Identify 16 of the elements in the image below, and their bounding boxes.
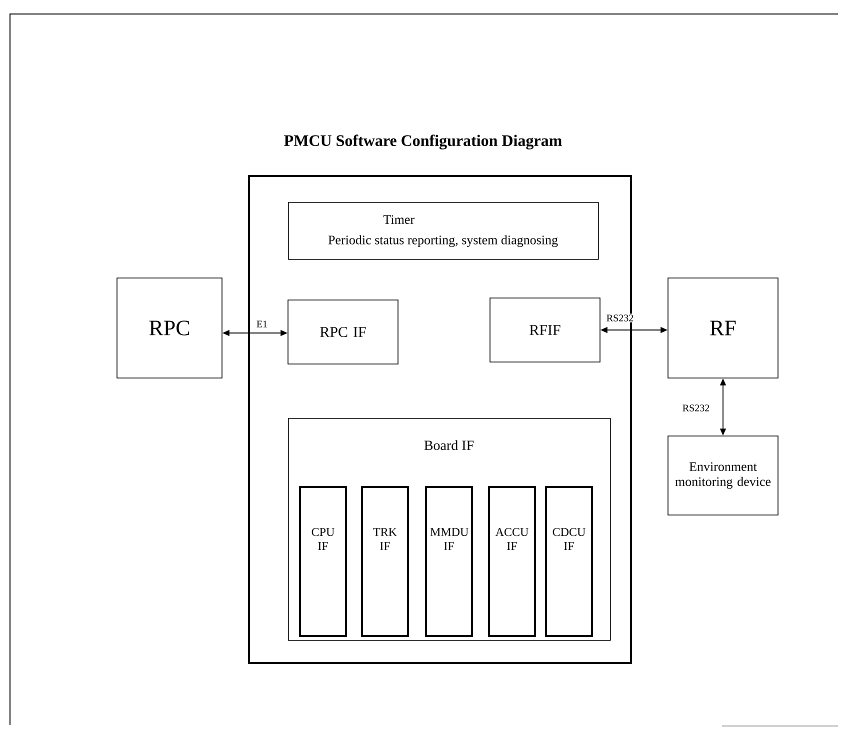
block-box: RF	[668, 278, 778, 378]
interface-card: TRK IF	[361, 486, 409, 637]
edge-label: E1	[255, 320, 269, 328]
interface-card: ACCU IF	[488, 486, 536, 637]
interface-box: RPC IF	[288, 300, 398, 364]
edge-label: RS232	[605, 314, 635, 322]
edge-label: RS232	[681, 404, 711, 412]
interface-card: MMDU IF	[425, 486, 473, 637]
module-frame	[248, 175, 632, 664]
interface-card: CDCU IF	[545, 486, 593, 637]
interface-box: Environment monitoring device	[668, 436, 778, 516]
block-box: RPC	[116, 278, 222, 378]
interface-card: CPU IF	[299, 486, 347, 637]
timer-box: Timer Periodic status reporting, system diagnosing	[288, 202, 599, 260]
diagram-title: PMCU Software Configuration Diagram	[284, 134, 562, 150]
interface-box: RFIF	[490, 298, 600, 362]
